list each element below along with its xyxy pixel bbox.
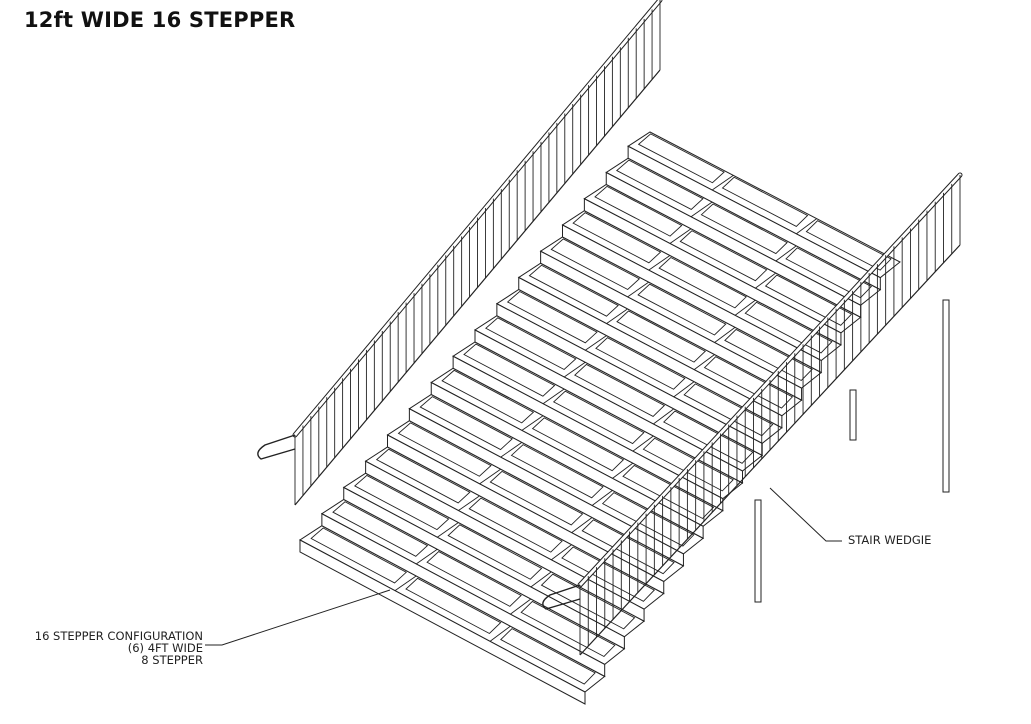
support-leg (942, 299, 950, 493)
config-leader-line (205, 589, 391, 646)
module-seam (795, 218, 817, 235)
tread-pad (552, 390, 645, 445)
module-seam (627, 281, 650, 298)
module-seam (521, 415, 544, 431)
tread-pad (805, 220, 892, 271)
tread-pad (332, 501, 429, 557)
module-seam (510, 598, 532, 615)
module-seam (550, 544, 572, 561)
tread-pad (637, 283, 727, 336)
module-seam (530, 571, 552, 588)
module-seam (571, 517, 593, 534)
tread-pad (419, 396, 513, 451)
module-seam (591, 489, 613, 506)
left-handrail (257, 0, 663, 506)
module-seam (563, 361, 586, 378)
tread-pad (679, 230, 768, 282)
module-seam (394, 575, 417, 592)
wedgie-leader-line (769, 487, 842, 542)
tread-pad (595, 337, 686, 390)
tread-pad (405, 577, 502, 635)
support-leg (754, 499, 762, 603)
tread-pad (658, 256, 747, 309)
module-seam (775, 245, 797, 262)
module-seam (612, 462, 634, 479)
callout-line-3: 8 STEPPER (141, 653, 203, 667)
module-seam (734, 299, 756, 316)
tread-pad (354, 474, 450, 531)
module-seam (479, 468, 501, 485)
tread-pad (531, 417, 625, 472)
tread-pad (572, 212, 662, 264)
module-seam (711, 174, 734, 191)
module-seam (415, 548, 438, 565)
tread-pad (506, 290, 598, 344)
module-seam (673, 381, 695, 398)
page-title: 12ft WIDE 16 STEPPER (24, 8, 296, 32)
tread-pad (561, 546, 656, 602)
tread-pad (601, 492, 695, 547)
tread-pad (721, 176, 809, 227)
tread-pad (683, 383, 774, 437)
module-seam (653, 408, 675, 425)
callout-line-2: (6) 4FT WIDE (127, 641, 203, 655)
stair-wedgie-callout: STAIR WEDGIE (848, 533, 932, 547)
tread-pad (616, 310, 707, 363)
tread-pad (397, 422, 492, 477)
callout-line-1: 16 STEPPER CONFIGURATION (34, 629, 203, 643)
tread-pad (510, 444, 604, 499)
tread-pad (581, 519, 675, 575)
module-seam (437, 522, 459, 538)
tread-pad (764, 274, 853, 326)
module-seam (690, 201, 713, 218)
configuration-callout: 16 STEPPER CONFIGURATION (6) 4FT WIDE 8 … (20, 630, 203, 666)
tread-pad (594, 185, 683, 237)
module-seam (714, 326, 736, 343)
stair-treads (299, 131, 901, 705)
tread-pad (310, 527, 408, 584)
tread-pad (744, 301, 833, 354)
tread-pad (637, 133, 725, 184)
tread-pad (500, 628, 596, 685)
support-legs (754, 299, 950, 603)
module-seam (693, 354, 715, 371)
module-seam (458, 495, 480, 511)
tread-pad (489, 470, 584, 526)
tread-pad (520, 600, 616, 658)
module-seam (489, 625, 511, 642)
callout-leader-lines (205, 487, 842, 646)
tread-pad (616, 159, 704, 210)
module-seam (500, 442, 523, 458)
module-seam (755, 272, 777, 289)
tread-pad (785, 247, 873, 299)
handrail-return (257, 434, 296, 460)
tread-pad (622, 464, 715, 520)
tread-pad (574, 363, 666, 417)
tread-pad (528, 264, 619, 317)
module-seam (606, 308, 628, 324)
tread-pad (550, 238, 641, 291)
module-seam (585, 335, 607, 351)
handrail-return (542, 584, 581, 610)
module-seam (542, 388, 565, 405)
tread-pad (447, 524, 543, 580)
tread-pad (375, 448, 471, 504)
tread-pad (463, 343, 556, 397)
tread-pad (700, 203, 788, 255)
module-seam (669, 228, 692, 244)
tread-pad (485, 317, 577, 371)
tread-pad (724, 328, 813, 382)
tread-pad (441, 369, 535, 424)
support-leg (849, 389, 857, 441)
tread-pad (426, 551, 522, 607)
right-handrail (542, 172, 963, 656)
module-seam (632, 435, 654, 452)
module-seam (648, 255, 671, 271)
tread-pad (663, 410, 754, 464)
tread-pad (468, 497, 563, 553)
